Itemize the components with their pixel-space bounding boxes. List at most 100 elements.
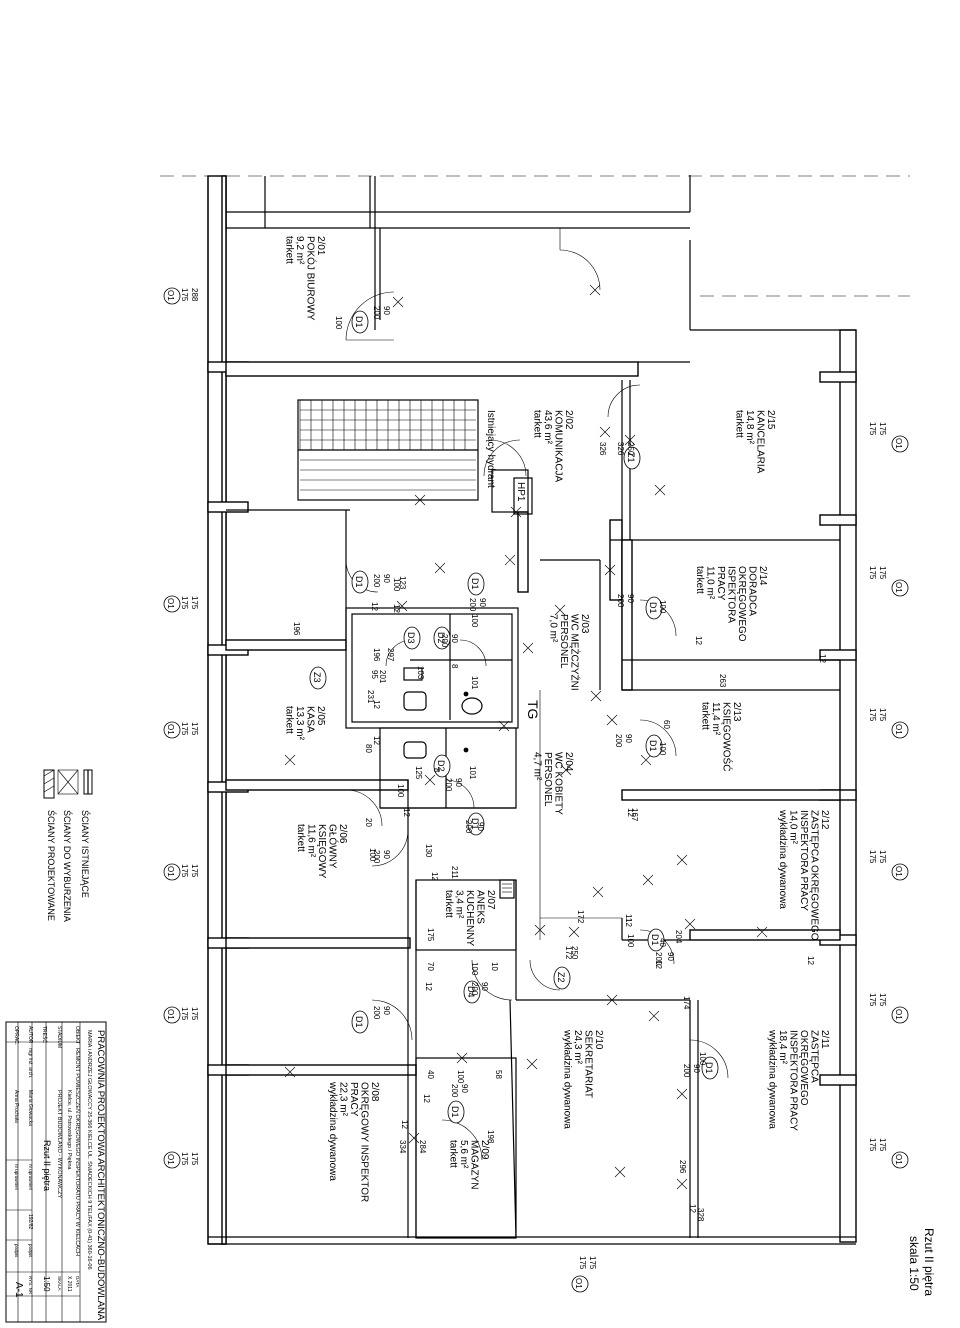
- room-label-line: 2/01: [315, 236, 326, 256]
- demolition-x-mark: [676, 854, 688, 866]
- door-code: Z1: [626, 452, 636, 463]
- room-label-line: 2/04: [563, 752, 574, 772]
- dimension-label: 12: [430, 872, 439, 881]
- room-label-line: tarkett: [448, 1140, 459, 1168]
- dimension-label: 12: [818, 654, 827, 663]
- dimension-label: 211: [450, 866, 459, 879]
- window-code: O1: [894, 1009, 903, 1020]
- room-label-line: KASA: [305, 706, 316, 733]
- demolition-x-mark: [614, 1166, 626, 1178]
- window-dim: 175: [190, 864, 199, 878]
- title-skala: 1:50: [42, 1276, 51, 1292]
- room-label-line: 43,6 m²: [542, 410, 553, 445]
- room-label-line: PERSONEL: [558, 614, 569, 669]
- room-label-line: 2/02: [563, 410, 574, 430]
- room-label-line: ZASTĘPCA: [809, 1030, 820, 1083]
- dimension-label: 174: [682, 996, 691, 1010]
- dimension-label: 95: [370, 670, 379, 679]
- legend: ŚCIANY ISTNIEJĄCE ŚCIANY DO WYBURZENIA Ś…: [43, 769, 93, 922]
- dimension-label: 12: [370, 602, 379, 611]
- title-stadium: PROJEKT BUDOWLANO - WYKONAWCZY: [56, 1090, 62, 1199]
- dimension-label: 284: [418, 1140, 427, 1154]
- drawing-scale-text: skala 1:50: [907, 1236, 921, 1291]
- demolition-x-mark: [642, 874, 654, 886]
- dimension-label: 70: [426, 962, 435, 971]
- dimension-label: 200: [470, 982, 479, 996]
- legend-label-demolition: ŚCIANY DO WYBURZENIA: [62, 810, 73, 922]
- window-dim: 175: [180, 864, 189, 878]
- dimension-label: 12: [626, 808, 635, 817]
- dimension-label: 90: [382, 850, 391, 859]
- title-rys-label: RYS. NR: [28, 1276, 33, 1295]
- door-code: D1: [354, 576, 364, 588]
- window-dim: 175: [868, 993, 877, 1007]
- door-code: D1: [650, 934, 660, 946]
- dimension-label: 100: [626, 934, 635, 948]
- room-label-line: wykładzina dywanowa: [562, 1029, 573, 1129]
- dimension-label: 172: [576, 910, 585, 924]
- room-label-r214: 2/14DORADCAOKRĘGOWEGOISPEKTORAPRACY11,0 …: [694, 566, 768, 642]
- dimension-label: 12: [624, 918, 633, 927]
- room-label-line: 2/15: [765, 410, 776, 430]
- legend-label-existing: ŚCIANY ISTNIEJĄCE: [80, 810, 91, 898]
- window-code: O1: [574, 1278, 583, 1289]
- demolition-x-mark: [676, 1178, 688, 1190]
- demolition-x-mark: [592, 886, 604, 898]
- dimension-label: 231: [366, 690, 375, 704]
- door-code: D1: [470, 578, 480, 590]
- dimension-label: 11: [624, 914, 633, 923]
- door-tag: Z2: [553, 966, 571, 990]
- window-code: O1: [166, 598, 175, 609]
- door-tag: D1: [467, 572, 485, 596]
- demolition-marks: [284, 284, 768, 1190]
- title-data-label: DATA: [75, 1276, 80, 1287]
- dimension-label: 196: [292, 622, 301, 636]
- room-label-line: OKRĘGOWEGO: [736, 566, 747, 642]
- door-tag: D1: [647, 928, 665, 952]
- dimension-label: 12: [402, 808, 411, 817]
- window-dim: 175: [878, 708, 887, 722]
- title-block: PRACOWNIA PROJEKTOWA ARCHITEKTONICZNO-BU…: [5, 1021, 107, 1323]
- stair-treads: [299, 399, 476, 491]
- dimension-label: 200: [372, 306, 381, 320]
- demolition-x-mark: [676, 1088, 688, 1100]
- door-tag: D1: [645, 734, 663, 758]
- title-autor-label: AUTOR: [27, 1026, 33, 1044]
- room-label-line: 2/12: [819, 810, 830, 830]
- misc-labels: Istniejący hydrant HP1 TG: [485, 410, 541, 719]
- door-tag: D2: [433, 754, 451, 778]
- room-label-line: 2/09: [479, 1140, 490, 1160]
- drawing-title-text: Rzut II piętra: [922, 1228, 936, 1296]
- dimension-label: 90: [624, 734, 633, 743]
- dimension-label: 12: [372, 736, 381, 745]
- window-dim: 288: [190, 288, 199, 302]
- demolition-x-mark: [604, 564, 616, 576]
- dimension-label: 12: [806, 956, 815, 965]
- dimension-label: 80: [364, 744, 373, 753]
- dimension-label: 200: [372, 1006, 381, 1020]
- demolition-x-mark: [510, 506, 522, 518]
- door-code: Z3: [312, 672, 322, 683]
- title-upr-label-2: nr uprawnień: [14, 1164, 19, 1191]
- room-label-line: tarkett: [694, 566, 705, 594]
- room-label-line: tarkett: [295, 824, 306, 852]
- dimension-label: 8: [432, 768, 441, 773]
- dimension-label: 326: [598, 442, 607, 456]
- interior-walls: [225, 361, 841, 1239]
- window-code: O1: [166, 290, 175, 301]
- dimension-label: 12: [688, 1204, 697, 1213]
- drawing-title: Rzut II piętra skala 1:50: [907, 1228, 936, 1296]
- dimension-label: 90: [460, 1084, 469, 1093]
- demolition-x-mark: [606, 714, 618, 726]
- window-dim: 175: [878, 993, 887, 1007]
- demolition-x-mark: [684, 918, 696, 930]
